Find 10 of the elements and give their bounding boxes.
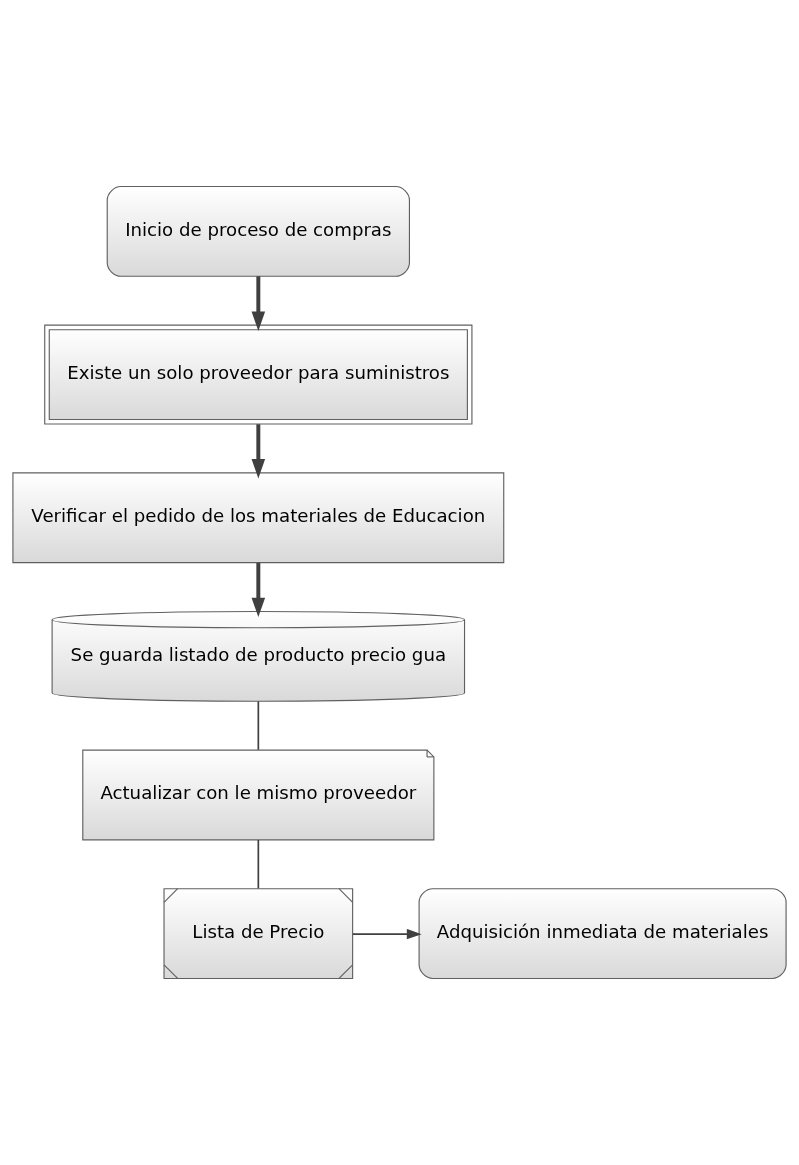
node-box: Verificar el pedido de los materiales de Educacion	[12, 472, 505, 564]
arrow	[251, 562, 266, 618]
arrow	[352, 928, 422, 940]
connector	[257, 839, 260, 890]
node-box: Existe un solo proveedor para suministros	[44, 324, 473, 425]
node-box: Inicio de proceso de compras	[106, 185, 410, 277]
connector	[257, 700, 260, 751]
node-box: Adquisición inmediata de materiales	[418, 888, 787, 980]
arrow	[251, 424, 266, 479]
arrow	[251, 276, 266, 331]
